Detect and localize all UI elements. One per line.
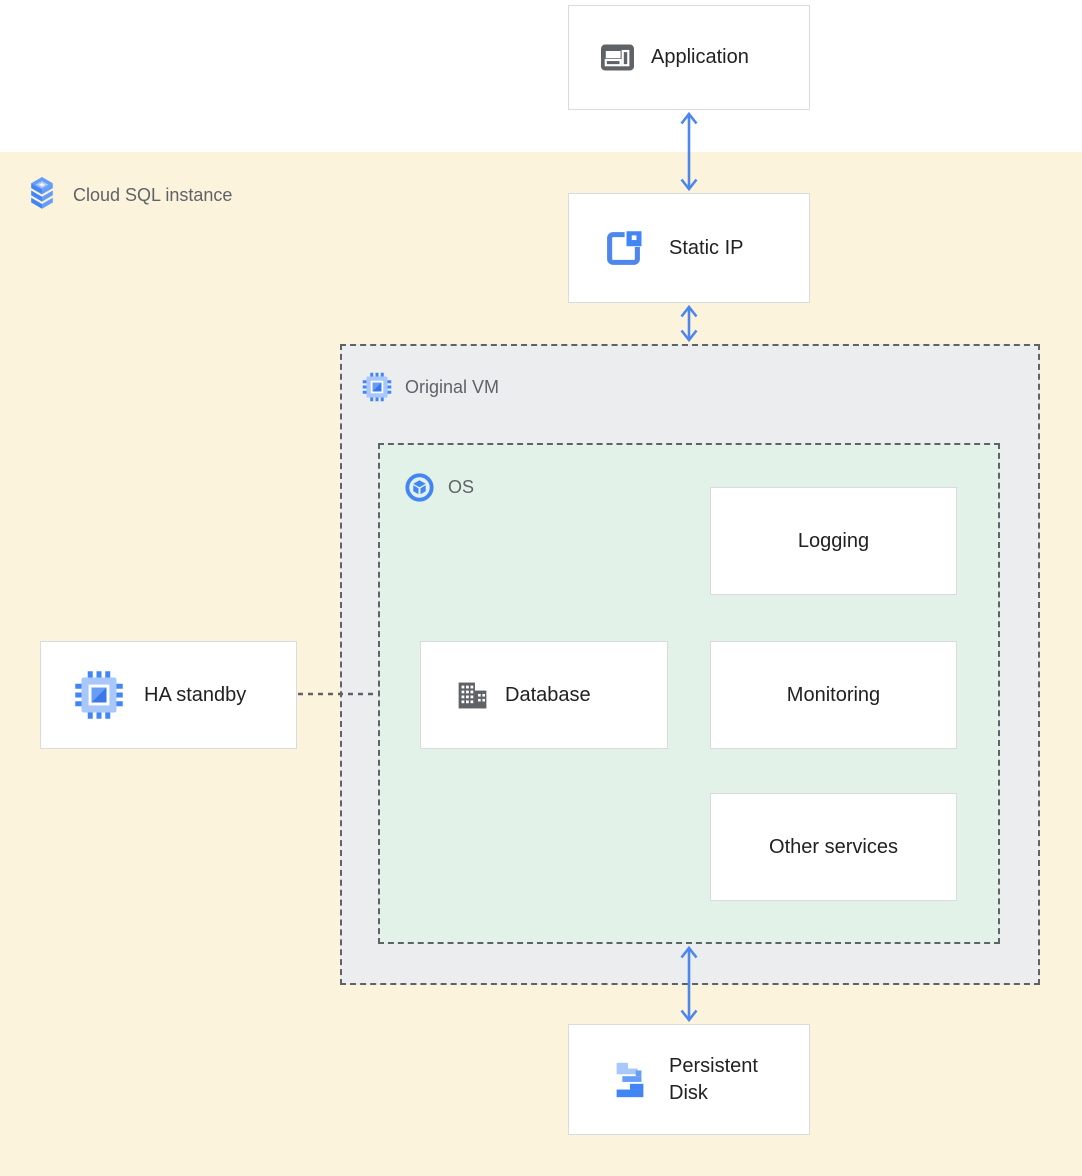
monitoring-label: Monitoring (786, 683, 881, 706)
application-node: Application (568, 5, 810, 110)
os-header: OS (404, 472, 474, 503)
application-label: Application (651, 46, 749, 69)
os-icon (404, 472, 435, 503)
monitoring-node: Monitoring (710, 641, 957, 749)
ha-standby-label: HA standby (144, 683, 247, 706)
database-icon (454, 677, 491, 714)
cloud-sql-icon (24, 175, 60, 215)
ha-standby-node: HA standby (40, 641, 297, 749)
database-node: Database (420, 641, 668, 749)
cloud-sql-instance-label: Cloud SQL instance (73, 184, 233, 205)
compute-engine-icon (74, 670, 124, 720)
os-label: OS (448, 477, 475, 497)
persistent-disk-node: Persistent Disk (568, 1024, 810, 1135)
compute-engine-icon (362, 372, 392, 402)
other-services-node: Other services (710, 793, 957, 901)
database-label: Database (505, 683, 591, 706)
original-vm-label: Original VM (405, 376, 500, 397)
other-services-label: Other services (769, 835, 898, 858)
persistent-disk-label: Persistent Disk (669, 1055, 758, 1104)
static-ip-icon (601, 226, 646, 271)
application-icon (599, 39, 636, 76)
persistent-disk-icon (609, 1059, 651, 1101)
cloud-sql-instance-header: Cloud SQL instance (24, 175, 232, 215)
static-ip-label: Static IP (669, 236, 744, 259)
static-ip-node: Static IP (568, 193, 810, 303)
logging-label: Logging (797, 529, 870, 552)
logging-node: Logging (710, 487, 957, 595)
original-vm-header: Original VM (362, 372, 499, 402)
